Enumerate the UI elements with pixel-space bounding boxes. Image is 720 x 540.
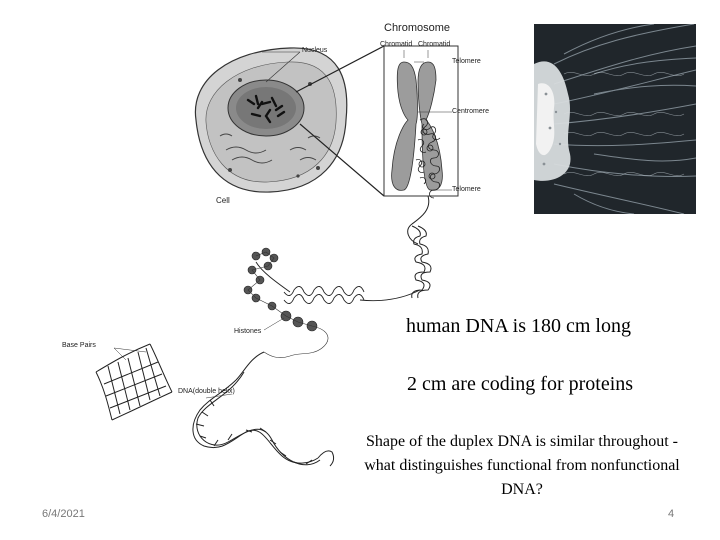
cell-label: Cell [216,196,230,205]
chromosome-label: Chromosome [384,22,450,34]
base-pair-ladder [96,344,172,420]
chromatin-micrograph [534,24,696,214]
dna-helix-drawing [193,352,334,466]
slide-date: 6/4/2021 [42,508,85,520]
micrograph-image [534,24,696,214]
histones-label: Histones [234,328,261,335]
telomere-bottom-label: Telomere [452,186,481,193]
fact-dna-length: human DNA is 180 cm long [406,315,631,338]
dna-helix-label: DNA(double helix) [178,388,235,395]
base-pairs-label: Base Pairs [62,342,96,349]
nucleus-label: Nucleus [302,47,327,54]
slide-number: 4 [668,508,674,520]
cell-drawing [195,48,346,192]
question-text: Shape of the duplex DNA is similar throu… [364,430,680,502]
centromere-label: Centromere [452,108,489,115]
fact-coding-length: 2 cm are coding for proteins [407,373,633,396]
telomere-top-label: Telomere [452,58,481,65]
chromatid-right-label: Chromatid [418,41,450,48]
chromatid-left-label: Chromatid [380,41,412,48]
